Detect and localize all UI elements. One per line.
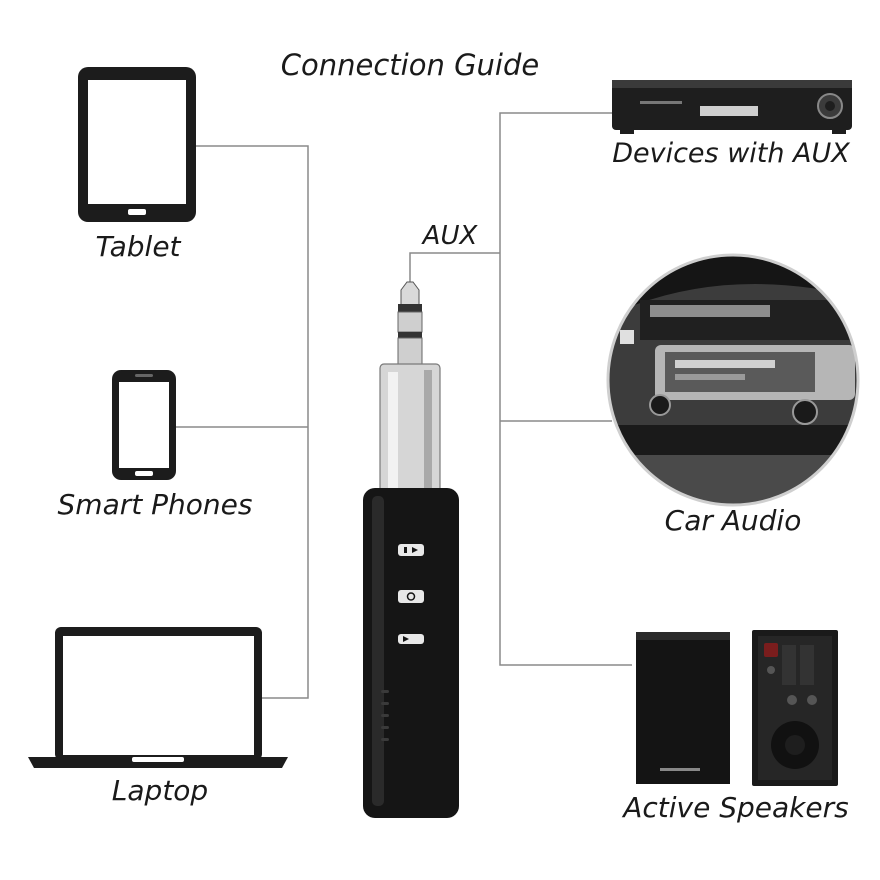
laptop-icon [28, 627, 288, 768]
laptop-label: Laptop [112, 774, 208, 807]
aux-receiver-dongle [363, 281, 459, 818]
microphone-holes [381, 690, 389, 741]
active-speakers-label: Active Speakers [621, 791, 848, 824]
car-audio-icon [606, 253, 860, 507]
line-tablet-laptop [196, 145, 309, 699]
diagram-title: Connection Guide [281, 48, 539, 82]
smartphone-icon [112, 370, 176, 480]
tablet-label: Tablet [95, 230, 181, 263]
tablet-icon [78, 67, 196, 222]
connector-lines [176, 112, 632, 699]
active-speakers-icon [636, 630, 838, 786]
power-button-icon [398, 590, 424, 603]
aux-device-label: Devices with AUX [612, 138, 850, 169]
line-aux-speakers [499, 112, 632, 666]
line-aux-plug [409, 252, 500, 282]
aux-receiver-icon [612, 80, 852, 134]
aux-label: AUX [421, 221, 479, 251]
skip-button-icon [398, 634, 424, 644]
smartphone-label: Smart Phones [58, 488, 253, 521]
car-audio-label: Car Audio [665, 504, 802, 537]
play-pause-button-icon [398, 544, 424, 556]
